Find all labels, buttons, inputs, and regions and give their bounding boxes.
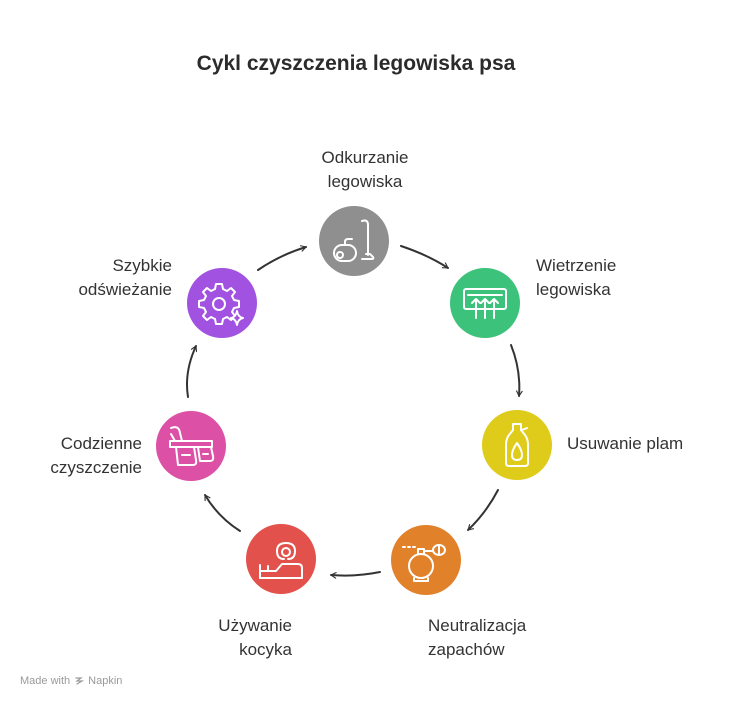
person-blanket-icon (259, 542, 303, 579)
step-node-odkurzanie (319, 206, 389, 276)
footer-made-with: Made with (20, 675, 71, 687)
step-label-codzienne-czyszczenie: Codzienne czyszczenie (50, 434, 142, 477)
arrow-4 (330, 571, 381, 579)
perfume-spray-icon (402, 544, 446, 582)
arrow-1 (400, 245, 449, 269)
footer-watermark: Made with Napkin (20, 675, 122, 687)
cleaning-bottle-icon (505, 423, 529, 467)
step-label-wietrzenie: Wietrzenie legowiska (536, 256, 617, 299)
air-vent-icon (463, 288, 507, 319)
vacuum-cleaner-icon (333, 219, 375, 262)
step-node-neutralizacja (391, 525, 461, 595)
napkin-logo-icon (75, 677, 85, 685)
footer-brand: Napkin (88, 675, 123, 687)
arrow-7 (257, 245, 307, 271)
step-node-uzywanie-kocyka (246, 524, 316, 594)
step-node-codzienne-czyszczenie (156, 411, 226, 481)
step-label-szybkie-odswiezanie: Szybkie odświeżanie (78, 256, 172, 299)
step-node-szybkie-odswiezanie (187, 268, 257, 338)
step-label-usuwanie-plam: Usuwanie plam (567, 434, 684, 453)
arrow-5 (204, 494, 241, 532)
arrow-3 (467, 489, 499, 531)
step-label-odkurzanie: Odkurzanie legowiska (321, 148, 409, 191)
arrow-6 (186, 345, 198, 398)
arrow-2 (510, 344, 523, 397)
step-node-wietrzenie (450, 268, 520, 338)
step-label-uzywanie-kocyka: Używanie kocyka (218, 616, 292, 659)
step-node-usuwanie-plam (482, 410, 552, 480)
slippers-icon (169, 426, 215, 466)
gear-sparkle-icon (198, 283, 244, 326)
step-label-neutralizacja: Neutralizacja zapachów (428, 616, 527, 659)
page-title: Cykl czyszczenia legowiska psa (196, 52, 516, 75)
